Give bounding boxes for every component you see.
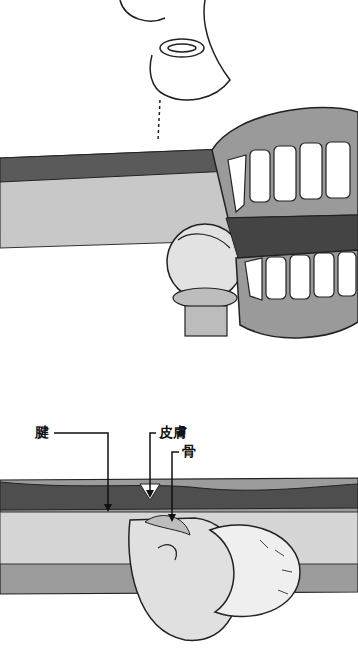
leader-lines	[54, 433, 179, 518]
part-label: 皮膚	[158, 425, 188, 440]
leader-arrowheads	[104, 490, 176, 522]
ligament-ring	[173, 288, 237, 308]
lower-gum	[236, 250, 358, 338]
joint-cup	[210, 525, 300, 617]
cup-ribs	[260, 540, 292, 594]
upper-teeth	[228, 142, 350, 212]
forearm-bone	[185, 306, 227, 336]
skin-layer	[0, 482, 358, 510]
part-label: 骨	[181, 444, 197, 459]
face-outline	[120, 0, 230, 140]
upper-gum	[212, 108, 358, 218]
lower-teeth	[245, 252, 356, 300]
part-label: 腱	[34, 425, 50, 440]
